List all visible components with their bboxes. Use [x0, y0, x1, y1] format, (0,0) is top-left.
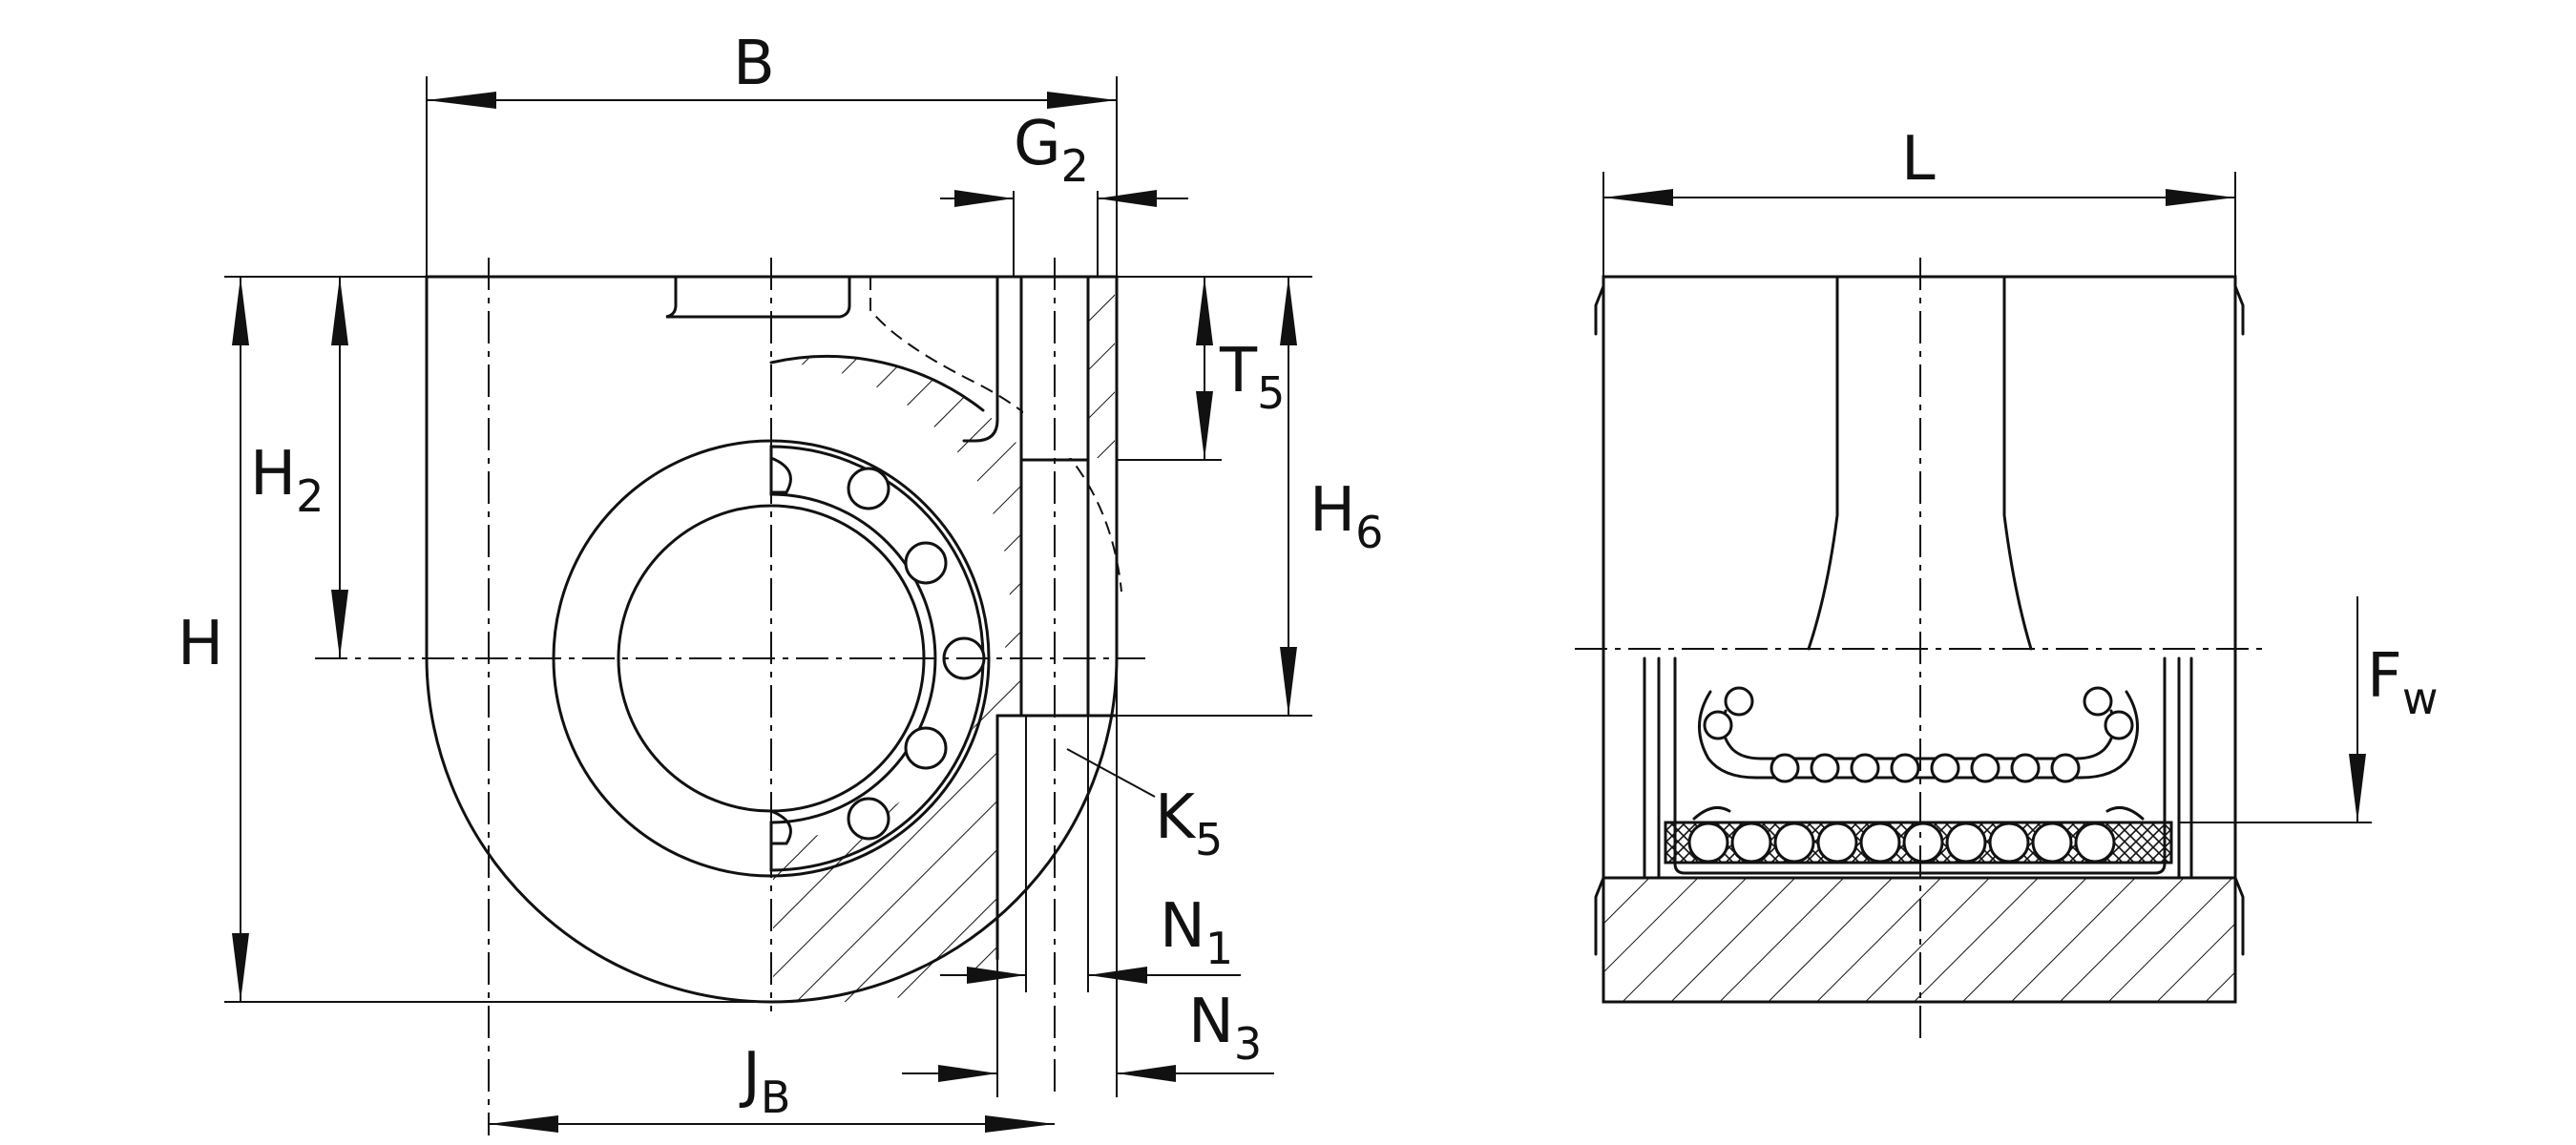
upper-ball-row: [1703, 686, 2134, 783]
dim-Fw: [2349, 596, 2366, 822]
label-G2: G2: [1014, 109, 1089, 192]
label-K5: K5: [1155, 782, 1223, 865]
dim-G2: [940, 190, 1188, 207]
label-L: L: [1901, 124, 1936, 195]
housing-hatch: [773, 356, 1021, 1002]
label-H: H: [178, 609, 223, 679]
label-B: B: [733, 29, 775, 99]
label-N1: N1: [1160, 891, 1233, 974]
dim-H2: [331, 277, 348, 658]
front-section-view: B G2 H H2 T5: [178, 29, 1383, 1135]
ball: [904, 541, 948, 585]
upper-ball-track: [1698, 690, 2139, 780]
dim-T5: [1196, 277, 1213, 460]
dim-L: [1603, 189, 2235, 206]
ball: [847, 467, 890, 510]
label-N3: N3: [1188, 987, 1262, 1070]
label-Fw: Fw: [2367, 641, 2438, 724]
dim-H6: [1280, 277, 1297, 716]
ball: [904, 726, 948, 770]
label-H2: H2: [250, 439, 324, 522]
housing-inner-arc: [769, 355, 985, 412]
housing-outline: [425, 275, 1119, 1004]
dim-JB: [489, 1115, 1055, 1133]
ball: [847, 797, 890, 841]
lower-ball-row: [1687, 822, 2116, 864]
label-JB: JB: [739, 1040, 790, 1123]
dim-H: [232, 277, 249, 1002]
top-slot: [665, 275, 851, 319]
dim-N1: [940, 967, 1241, 984]
label-H6: H6: [1309, 475, 1383, 558]
web-right: [2002, 275, 2033, 651]
top-slot-right: [962, 275, 999, 443]
k5-leader: [1066, 748, 1156, 798]
hidden-contour: [869, 277, 1122, 593]
label-T5: T5: [1219, 336, 1285, 419]
web-left: [1807, 275, 1839, 651]
dim-N3: [902, 1065, 1274, 1082]
dim-B: [427, 92, 1117, 109]
side-section-view: L Fw: [1575, 124, 2438, 1040]
